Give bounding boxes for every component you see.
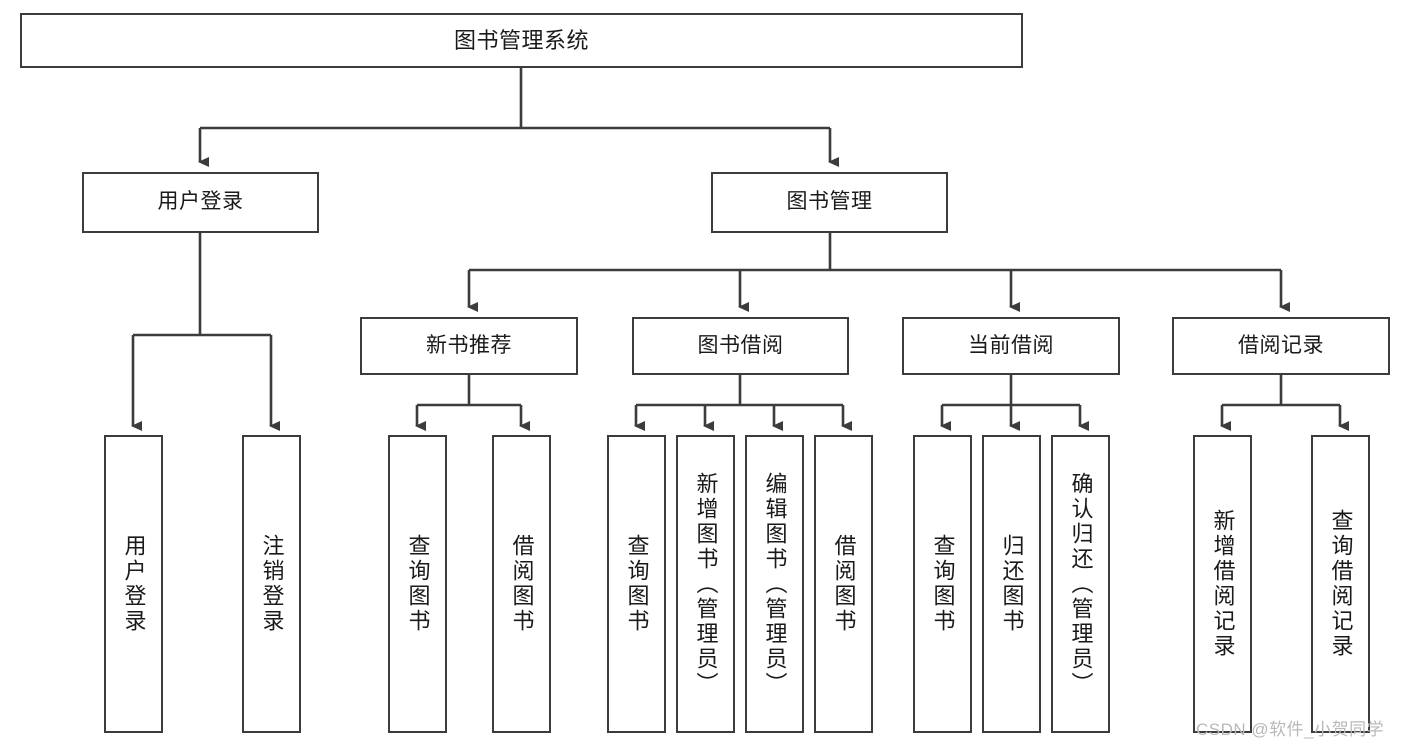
node-current-borrow[interactable]: 当前借阅	[902, 317, 1120, 375]
node-leaf-add-record[interactable]: 新增借阅记录	[1193, 435, 1252, 733]
node-leaf-query-book-1[interactable]: 查询图书	[388, 435, 447, 733]
node-leaf-return-book-label: 归还图书	[999, 534, 1025, 634]
node-book-manage-label: 图书管理	[786, 190, 873, 214]
node-leaf-user-login[interactable]: 用户登录	[104, 435, 163, 733]
node-leaf-borrow-book-2-label: 借阅图书	[831, 534, 857, 634]
node-leaf-query-book-2-label: 查询图书	[624, 534, 650, 634]
csdn-watermark: CSDN @软件_小贺同学	[1196, 720, 1385, 739]
node-leaf-logout-label: 注销登录	[259, 534, 285, 634]
node-leaf-confirm-return[interactable]: 确认归还（管理员）	[1051, 435, 1110, 733]
node-leaf-query-book-2[interactable]: 查询图书	[607, 435, 666, 733]
node-leaf-query-book-3-label: 查询图书	[930, 534, 956, 634]
node-root-label: 图书管理系统	[453, 27, 589, 53]
node-leaf-add-record-label: 新增借阅记录	[1210, 509, 1236, 659]
node-user-login-label: 用户登录	[157, 190, 244, 214]
node-leaf-return-book[interactable]: 归还图书	[982, 435, 1041, 733]
node-leaf-add-book-label: 新增图书（管理员）	[693, 471, 719, 697]
node-user-login[interactable]: 用户登录	[82, 172, 319, 233]
node-leaf-edit-book-label: 编辑图书（管理员）	[762, 471, 788, 697]
node-leaf-borrow-book-1[interactable]: 借阅图书	[492, 435, 551, 733]
node-leaf-query-book-1-label: 查询图书	[405, 534, 431, 634]
node-leaf-logout[interactable]: 注销登录	[242, 435, 301, 733]
node-book-manage[interactable]: 图书管理	[711, 172, 948, 233]
node-root[interactable]: 图书管理系统	[20, 13, 1023, 68]
node-borrow-record[interactable]: 借阅记录	[1172, 317, 1390, 375]
node-leaf-user-login-label: 用户登录	[121, 534, 147, 634]
node-leaf-query-book-3[interactable]: 查询图书	[913, 435, 972, 733]
node-leaf-edit-book[interactable]: 编辑图书（管理员）	[745, 435, 804, 733]
node-new-book-rec-label: 新书推荐	[426, 333, 512, 357]
node-borrow-record-label: 借阅记录	[1238, 333, 1324, 357]
node-leaf-add-book[interactable]: 新增图书（管理员）	[676, 435, 735, 733]
node-leaf-confirm-return-label: 确认归还（管理员）	[1068, 471, 1094, 697]
node-leaf-borrow-book-1-label: 借阅图书	[509, 534, 535, 634]
node-book-borrow[interactable]: 图书借阅	[632, 317, 849, 375]
node-leaf-query-record[interactable]: 查询借阅记录	[1311, 435, 1370, 733]
node-leaf-query-record-label: 查询借阅记录	[1328, 509, 1354, 659]
node-current-borrow-label: 当前借阅	[968, 333, 1054, 357]
node-new-book-rec[interactable]: 新书推荐	[360, 317, 578, 375]
node-book-borrow-label: 图书借阅	[697, 333, 784, 357]
node-leaf-borrow-book-2[interactable]: 借阅图书	[814, 435, 873, 733]
